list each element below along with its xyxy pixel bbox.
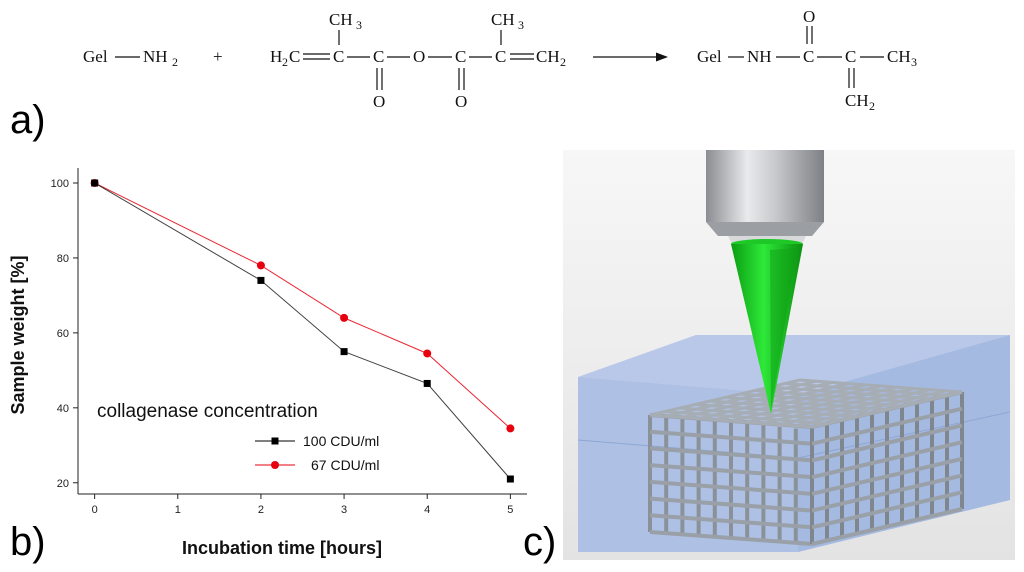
lattice-bar-top [784, 382, 948, 397]
x-tick-label: 3 [341, 504, 347, 516]
h2c-left-sub: 2 [282, 55, 288, 69]
legend-marker-circle [271, 461, 279, 469]
product-ch3: CH [887, 47, 911, 66]
lattice-bar-side [811, 507, 963, 546]
product-ch2-sub: 2 [869, 99, 875, 113]
y-axis-title: Sample weight [%] [8, 255, 28, 414]
anhydride-c2: C [373, 47, 384, 66]
anhydride-bridge-o: O [413, 47, 425, 66]
lattice-bar-side [811, 490, 963, 530]
cone-shadow [770, 248, 797, 410]
chart-series [90, 178, 515, 483]
product-c-vinyl: C [845, 47, 856, 66]
product-gel: Gel [697, 47, 722, 66]
panel-label-b: b) [10, 520, 46, 564]
y-tick-label: 20 [57, 478, 69, 490]
chart-ticks: 0 1 2 3 4 5 20 40 60 80 100 [51, 178, 514, 516]
anhydride-ch3-right-sub: 3 [518, 18, 524, 32]
anhydride-ch3-right: CH [491, 10, 515, 29]
data-point-circle [340, 313, 349, 322]
reaction-scheme: Gel NH 2 + H 2 C C CH 3 C O O C O C CH 3… [83, 7, 917, 113]
panel-label-a: a) [10, 98, 46, 142]
y-tick-label: 100 [51, 178, 69, 190]
anhydride-c3: C [455, 47, 466, 66]
data-point-square [257, 276, 265, 284]
hydrogel-top-face [578, 335, 1010, 395]
x-tick-label: 4 [424, 504, 430, 516]
lattice-bar-front [649, 463, 813, 480]
reactant-gel: Gel [83, 47, 108, 66]
reactant-nh: NH [143, 47, 168, 66]
anhydride-ch3-left: CH [329, 10, 353, 29]
lattice-bar-top [799, 378, 963, 394]
lattice-bar-side [811, 406, 963, 446]
x-tick-label: 5 [507, 504, 513, 516]
data-point-square [423, 379, 431, 387]
h2c-left-c: C [289, 47, 300, 66]
lattice-bar-top [649, 413, 813, 429]
x-axis-title: Incubation time [hours] [182, 538, 382, 558]
lattice-bar-top [709, 399, 873, 415]
printed-lattice [648, 378, 964, 546]
anhydride-c1: C [333, 47, 344, 66]
product-nh: NH [747, 47, 772, 66]
lattice-bar-top [679, 406, 843, 422]
chart-legend: 100 CDU/ml 67 CDU/ml [255, 433, 379, 473]
lattice-bar-top [769, 385, 933, 401]
x-tick-label: 1 [175, 504, 181, 516]
y-tick-label: 80 [57, 253, 69, 265]
plus-sign: + [213, 47, 223, 66]
lattice-bar-top [754, 389, 918, 404]
product-ch3-sub: 3 [911, 55, 917, 69]
lattice-bar-front [649, 513, 813, 530]
h2c-left-h: H [270, 47, 282, 66]
data-point-circle [423, 349, 432, 358]
panel-label-c: c) [523, 520, 557, 564]
product-c-carbonyl: C [803, 47, 814, 66]
data-point-square [506, 475, 514, 483]
lattice-bar-side [811, 423, 963, 463]
extrusion-cone [731, 244, 803, 414]
reactant-nh-sub: 2 [172, 55, 178, 69]
bioprinting-render [563, 150, 1015, 560]
chart-axes [77, 168, 527, 495]
product-o: O [803, 7, 815, 26]
lattice-bar-front [649, 530, 813, 546]
x-tick-label: 2 [258, 504, 264, 516]
lattice-bar-side [811, 440, 963, 480]
x-tick-label: 0 [92, 504, 98, 516]
lattice-bar-front [649, 479, 813, 496]
y-tick-label: 40 [57, 403, 69, 415]
anhydride-ch2-right: CH [536, 47, 560, 66]
data-point-square [91, 179, 99, 187]
anhydride-ch3-left-sub: 3 [356, 18, 362, 32]
anhydride-c4: C [495, 47, 506, 66]
legend-marker-square [271, 437, 279, 445]
anhydride-o2: O [455, 92, 467, 111]
product-ch2: CH [845, 91, 869, 110]
nozzle-collar [706, 222, 824, 236]
lattice-bar-top [724, 396, 888, 411]
data-point-circle [256, 261, 265, 270]
legend-title: collagenase concentration [97, 401, 318, 422]
lattice-bar-top [664, 410, 828, 425]
data-point-circle [506, 424, 515, 433]
y-tick-label: 60 [57, 328, 69, 340]
nozzle-body [706, 150, 824, 222]
lattice-bar-front [649, 446, 813, 463]
legend-label: 67 CDU/ml [311, 457, 379, 473]
anhydride-ch2-right-sub: 2 [560, 55, 566, 69]
anhydride-o1: O [373, 92, 385, 111]
data-point-square [340, 348, 348, 356]
lattice-bar-front [649, 496, 813, 513]
legend-label: 100 CDU/ml [303, 433, 379, 449]
lattice-bar-front [649, 429, 813, 446]
lattice-bar-side [811, 473, 963, 513]
lattice-bar-side [811, 456, 963, 496]
lattice-bar-top [694, 403, 858, 418]
reaction-arrow-head [656, 52, 668, 62]
degradation-chart: 0 1 2 3 4 5 20 40 60 80 100 Incubation time [hours… [8, 168, 527, 558]
